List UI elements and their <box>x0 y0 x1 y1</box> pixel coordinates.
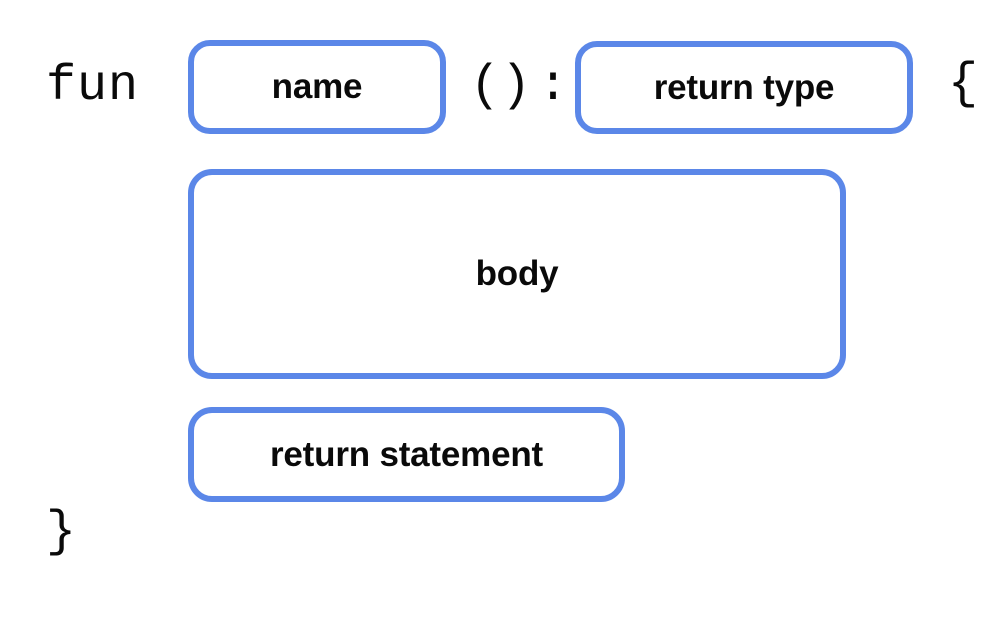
slot-name-label: name <box>271 67 363 106</box>
slot-body[interactable]: body <box>188 169 846 379</box>
colon-token: : <box>538 58 569 115</box>
slot-name[interactable]: name <box>188 40 446 134</box>
brace-open-token: { <box>948 56 979 113</box>
parameter-parens-token: () <box>470 58 533 115</box>
brace-close-token: } <box>46 504 77 561</box>
keyword-fun-token: fun <box>46 58 140 115</box>
slot-return-statement-label: return statement <box>270 434 543 474</box>
slot-return-type-label: return type <box>653 67 835 107</box>
slot-body-label: body <box>475 254 559 293</box>
slot-return-type[interactable]: return type <box>575 41 913 134</box>
slot-return-statement[interactable]: return statement <box>188 407 625 502</box>
